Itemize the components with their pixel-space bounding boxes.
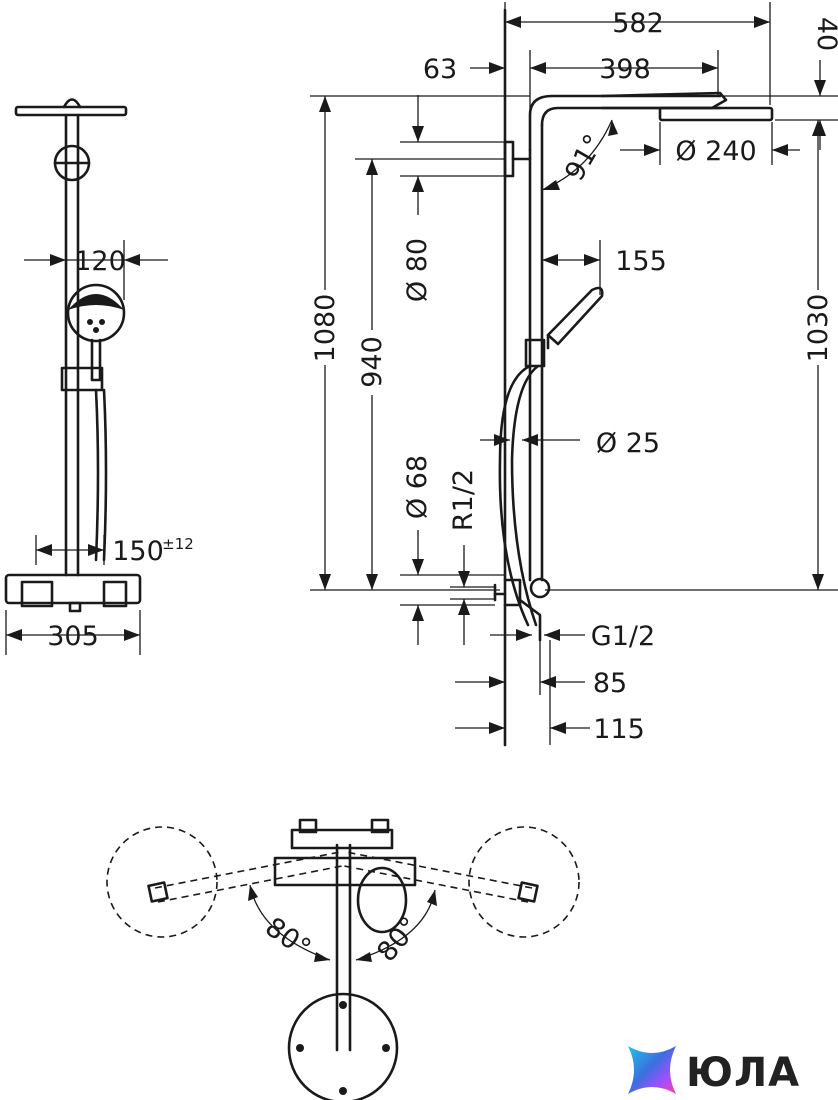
dim-940: 940 [357,336,388,388]
top-view [106,818,580,1100]
dim-1030: 1030 [803,294,834,363]
brand-logo: ЮЛА [628,1046,800,1096]
dim-305: 305 [47,621,99,652]
dim-flange-80: Ø 80 [402,238,433,302]
dim-flange-68: Ø 68 [402,455,433,519]
dim-398: 398 [599,54,651,85]
dim-155: 155 [615,246,667,277]
dim-overall-width: 582 [612,8,664,39]
dim-63: 63 [423,54,457,85]
dim-85: 85 [593,668,627,699]
dim-40: 40 [811,17,838,51]
side-view [310,2,838,747]
dim-head-diameter: Ø 240 [675,136,756,167]
dim-thread-g12: G1/2 [591,621,655,652]
dim-115: 115 [593,714,645,745]
dimension-labels: 582 63 398 40 Ø 240 91° Ø 80 155 1080 94… [47,8,838,968]
logo-star-icon [628,1046,676,1094]
logo-wordmark: ЮЛА [686,1050,800,1096]
dim-thread-r12: R1/2 [448,469,479,531]
dim-150-tolerance: ±12 [162,535,194,553]
dim-150: 150 [112,536,164,567]
dim-swivel-right: 80° [371,911,426,968]
dim-swivel-left: 80° [259,912,316,965]
dim-1080: 1080 [310,294,341,363]
dim-pipe-25: Ø 25 [596,428,660,459]
front-view [4,98,168,655]
dim-120: 120 [74,246,126,277]
